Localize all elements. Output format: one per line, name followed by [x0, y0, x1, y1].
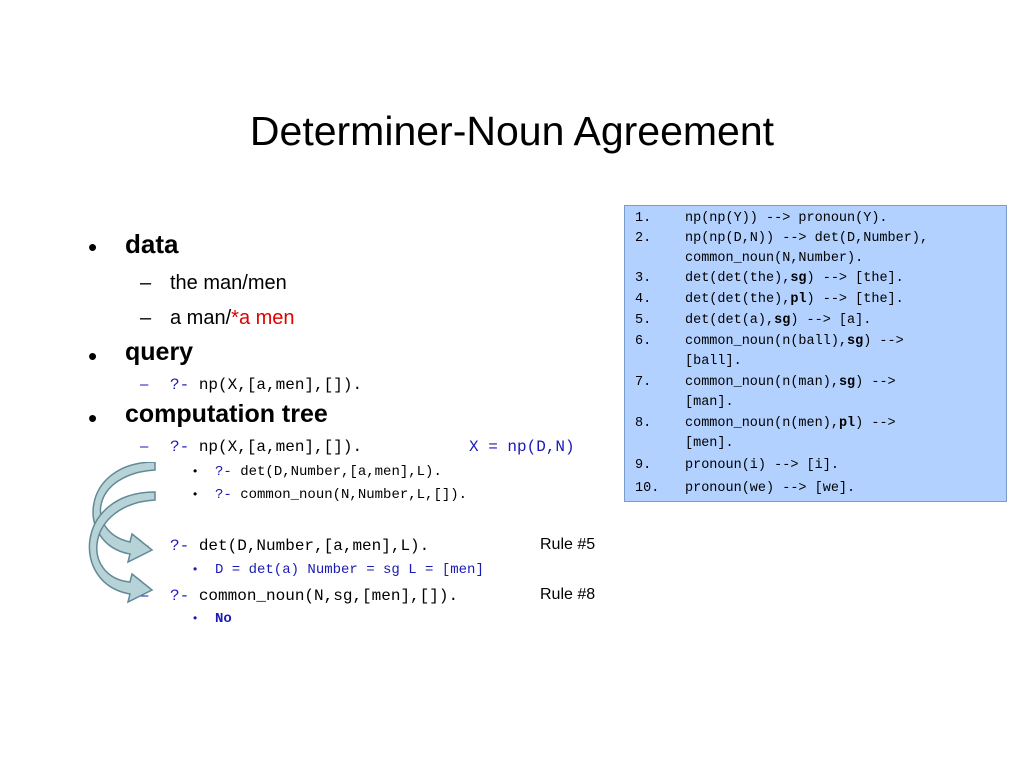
slide-title: Determiner-Noun Agreement	[249, 108, 775, 154]
bullet-dot: •	[193, 611, 198, 625]
data-item-2: a man/*a men	[170, 307, 295, 329]
tree-result-2: D = det(a) Number = sg L = [men]	[215, 562, 484, 578]
tree-subgoal-1: ?- det(D,Number,[a,men],L).	[215, 464, 442, 480]
tree-binding: X = np(D,N)	[469, 438, 575, 456]
bullet-data: data	[125, 229, 179, 259]
bullet-dot: •	[193, 464, 198, 478]
bullet-dot: •	[88, 403, 98, 433]
rule-ref-8: Rule #8	[540, 586, 596, 603]
tree-subgoal-2: ?- common_noun(N,Number,L,[]).	[215, 487, 468, 503]
bullet-dot: •	[193, 562, 198, 576]
tree-result-3: No	[215, 611, 232, 627]
bullet-dot: •	[88, 232, 98, 262]
dash: –	[140, 587, 149, 604]
tree-line-3: ?- common_noun(N,sg,[men],[]).	[170, 587, 459, 605]
grammar-rules-box: 1. np(np(Y)) --> pronoun(Y). 2. np(np(D,…	[624, 205, 1007, 502]
dash: –	[140, 272, 152, 294]
bullet-dot: •	[88, 341, 98, 371]
bullet-query: query	[125, 338, 194, 366]
bullet-computation-tree: computation tree	[125, 400, 328, 428]
query-line: ?- np(X,[a,men],[]).	[170, 376, 363, 394]
dash: –	[140, 438, 149, 455]
curved-arrow-icon	[88, 462, 156, 604]
data-item-1: the man/men	[170, 272, 287, 294]
tree-line-2: ?- det(D,Number,[a,men],L).	[170, 537, 430, 555]
ungrammatical-example: *a men	[231, 307, 295, 329]
bullet-dot: •	[193, 487, 198, 501]
rule-ref-5: Rule #5	[540, 536, 596, 553]
tree-line-1: ?- np(X,[a,men],[]).	[170, 438, 363, 456]
dash: –	[140, 307, 152, 329]
dash: –	[140, 376, 149, 393]
